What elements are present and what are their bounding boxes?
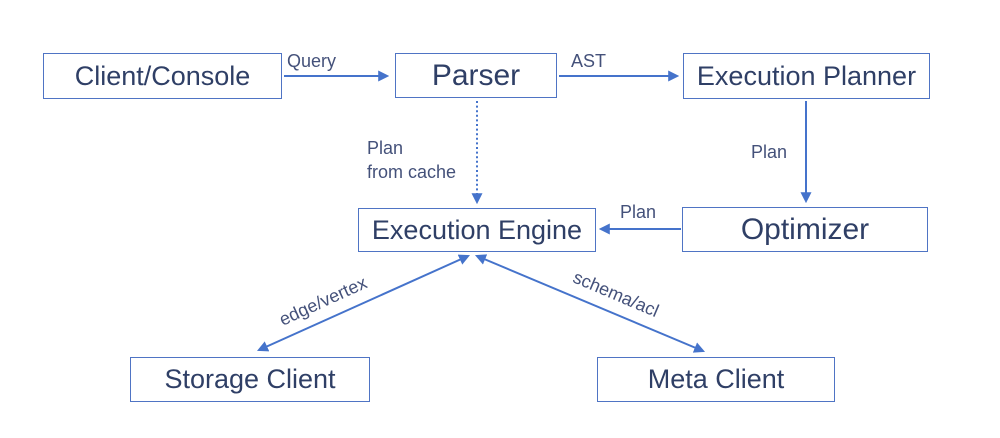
node-parser: Parser bbox=[395, 53, 557, 98]
node-execution-planner: Execution Planner bbox=[683, 53, 930, 99]
engine-meta-arrow bbox=[474, 254, 706, 353]
edge-label-query: Query bbox=[287, 51, 337, 71]
node-storage-client: Storage Client bbox=[130, 357, 370, 402]
node-execution-engine: Execution Engine bbox=[358, 208, 596, 252]
edge-label-plan-to-optimizer: Plan bbox=[751, 142, 788, 162]
edge-label-ast: AST bbox=[571, 51, 607, 71]
engine-storage-arrow bbox=[256, 254, 471, 352]
node-client-console: Client/Console bbox=[43, 53, 282, 99]
node-meta-client: Meta Client bbox=[597, 357, 835, 402]
node-optimizer: Optimizer bbox=[682, 207, 928, 252]
edge-label-plan-from-cache: Plan from cache bbox=[367, 138, 457, 182]
edge-label-plan-to-engine: Plan bbox=[620, 202, 657, 222]
